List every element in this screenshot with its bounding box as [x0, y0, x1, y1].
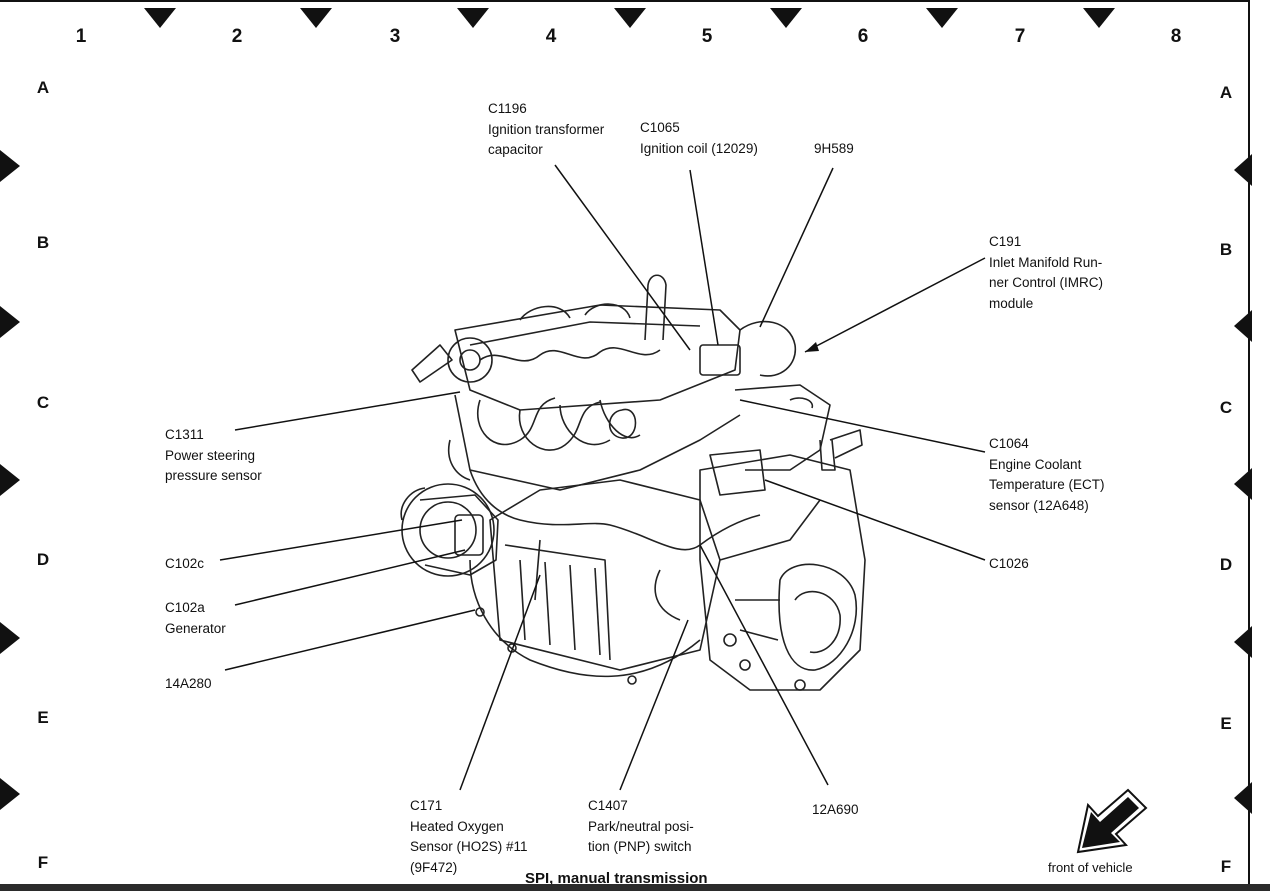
front-of-vehicle-arrow-icon — [1076, 788, 1148, 854]
callout-c191: C191 Inlet Manifold Run- ner Control (IM… — [989, 234, 1104, 311]
grid-column-8: 8 — [1170, 26, 1182, 47]
callout-c102a: C102a Generator — [165, 600, 226, 636]
leader-c191 — [804, 257, 986, 353]
callout-12a690: 12A690 — [812, 802, 859, 817]
left-grid-markers — [0, 150, 20, 810]
grid-row-c-left: C — [36, 393, 50, 412]
callout-c1065: C1065 Ignition coil (12029) — [640, 120, 758, 156]
callout-c102c: C102c — [165, 556, 205, 571]
bottom-bar — [0, 884, 1270, 891]
top-grid-markers — [144, 8, 1115, 28]
grid-column-7: 7 — [1014, 26, 1026, 47]
callout-9h589: 9H589 — [814, 141, 854, 156]
right-grid-markers — [1234, 154, 1252, 814]
grid-column-4: 4 — [545, 26, 557, 47]
grid-column-2: 2 — [231, 26, 243, 47]
leader-c1064 — [739, 399, 986, 453]
leader-14a280 — [224, 609, 476, 671]
callout-c1311: C1311 Power steering pressure sensor — [165, 427, 262, 483]
diagram-caption: SPI, manual transmission — [525, 870, 708, 887]
leader-c171 — [459, 574, 541, 791]
leader-arrowheads — [805, 342, 819, 352]
leader-lines — [219, 164, 986, 791]
grid-row-e-left: E — [37, 708, 49, 727]
grid-row-b-left: B — [36, 233, 50, 252]
leader-9h589 — [759, 167, 834, 328]
grid-row-e-right: E — [1220, 714, 1232, 733]
grid-column-3: 3 — [389, 26, 401, 47]
leader-c1407 — [619, 619, 689, 791]
front-of-vehicle-label: front of vehicle — [1048, 860, 1133, 875]
grid-row-a-left: A — [36, 78, 50, 97]
callout-c1064: C1064 Engine Coolant Temperature (ECT) s… — [989, 436, 1105, 513]
leader-c1311 — [234, 391, 461, 431]
grid-column-5: 5 — [701, 26, 713, 47]
callout-c1026: C1026 — [989, 556, 1029, 571]
grid-row-f-right: F — [1220, 857, 1232, 876]
leader-c102a — [234, 549, 466, 606]
leader-c1196 — [554, 164, 691, 351]
grid-row-c-right: C — [1219, 398, 1233, 417]
leader-c102c — [219, 519, 463, 561]
engine-sketch — [400, 274, 866, 691]
grid-row-b-right: B — [1219, 240, 1233, 259]
grid-row-d-left: D — [36, 550, 50, 569]
callout-c171: C171 Heated Oxygen Sensor (HO2S) #11 (9F… — [410, 798, 528, 875]
leader-12a690 — [699, 544, 829, 786]
leader-c1065 — [689, 169, 719, 346]
grid-row-a-right: A — [1219, 83, 1233, 102]
grid-column-1: 1 — [75, 26, 87, 47]
grid-row-d-right: D — [1219, 555, 1233, 574]
callout-c1196: C1196 Ignition transformer capacitor — [488, 101, 605, 157]
leader-c1026 — [764, 479, 986, 561]
grid-column-6: 6 — [857, 26, 869, 47]
callout-14a280: 14A280 — [165, 676, 212, 691]
callout-c1407: C1407 Park/neutral posi- tion (PNP) swit… — [588, 798, 694, 854]
grid-row-f-left: F — [37, 853, 49, 872]
